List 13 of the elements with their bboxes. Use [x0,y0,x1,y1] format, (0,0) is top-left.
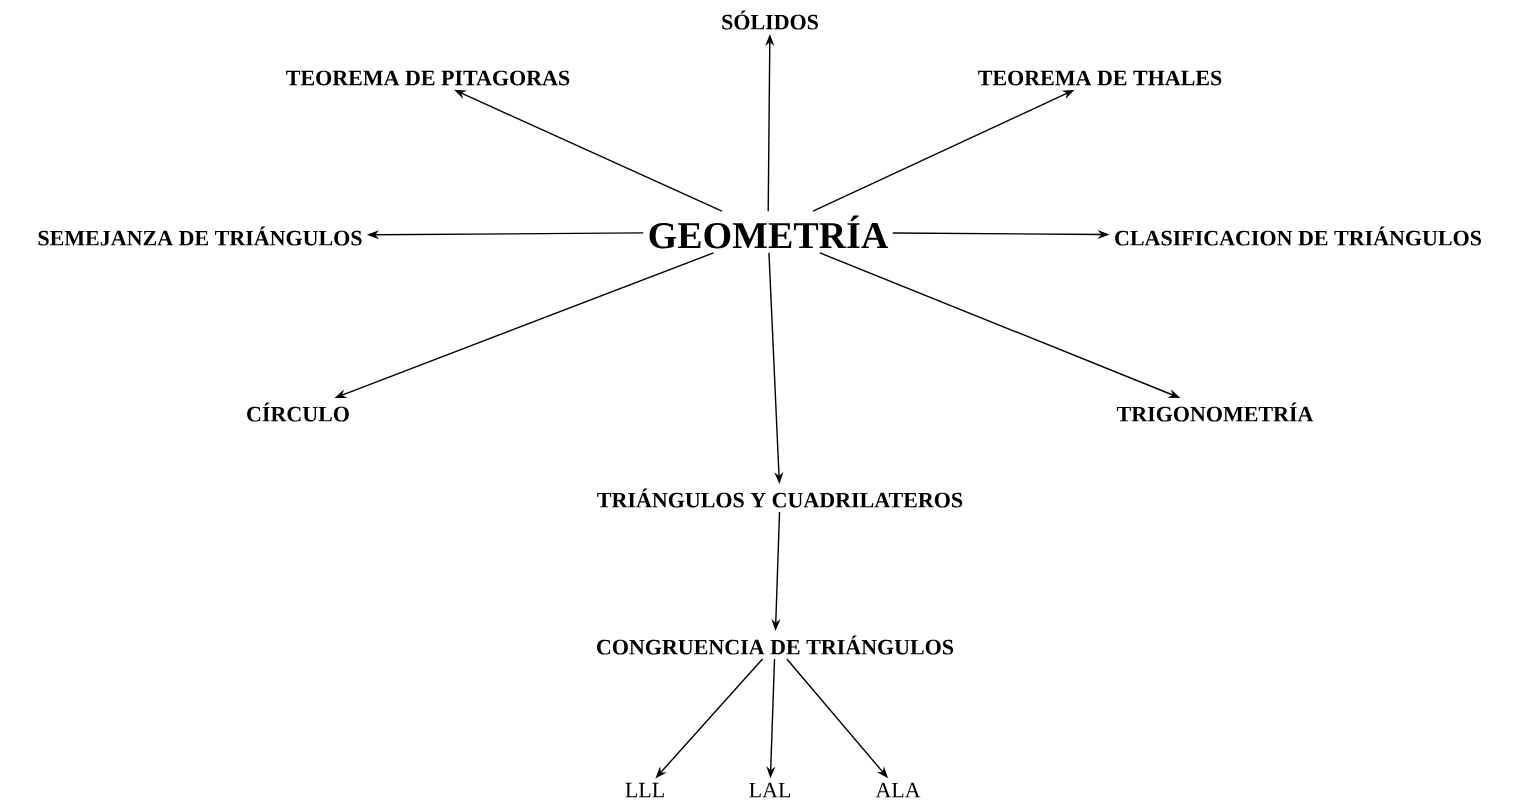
topic-label: ALA [875,782,921,798]
title-text: GEOMETRÍA [649,215,889,249]
topic-label: TRIÁNGULOS Y CUADRILATEROS [597,488,963,508]
topic-label: CONGRUENCIA DE TRIÁNGULOS [597,635,954,655]
topic-label: TRIGONOMETRÍA [1116,402,1314,422]
topic-label: CÍRCULO [247,402,349,422]
topic-label: LLL [625,782,664,798]
topic-label: CLASIFICACION DE TRIÁNGULOS [1115,226,1481,246]
topic-label: TEOREMA DE THALES [978,70,1222,86]
topic-label: TEOREMA DE PITAGORAS [286,70,570,86]
topic-label: LAL [749,782,791,798]
topic-label: SÓLIDOS [722,10,818,30]
topic-label: SEMEJANZA DE TRIÁNGULOS [38,226,362,246]
